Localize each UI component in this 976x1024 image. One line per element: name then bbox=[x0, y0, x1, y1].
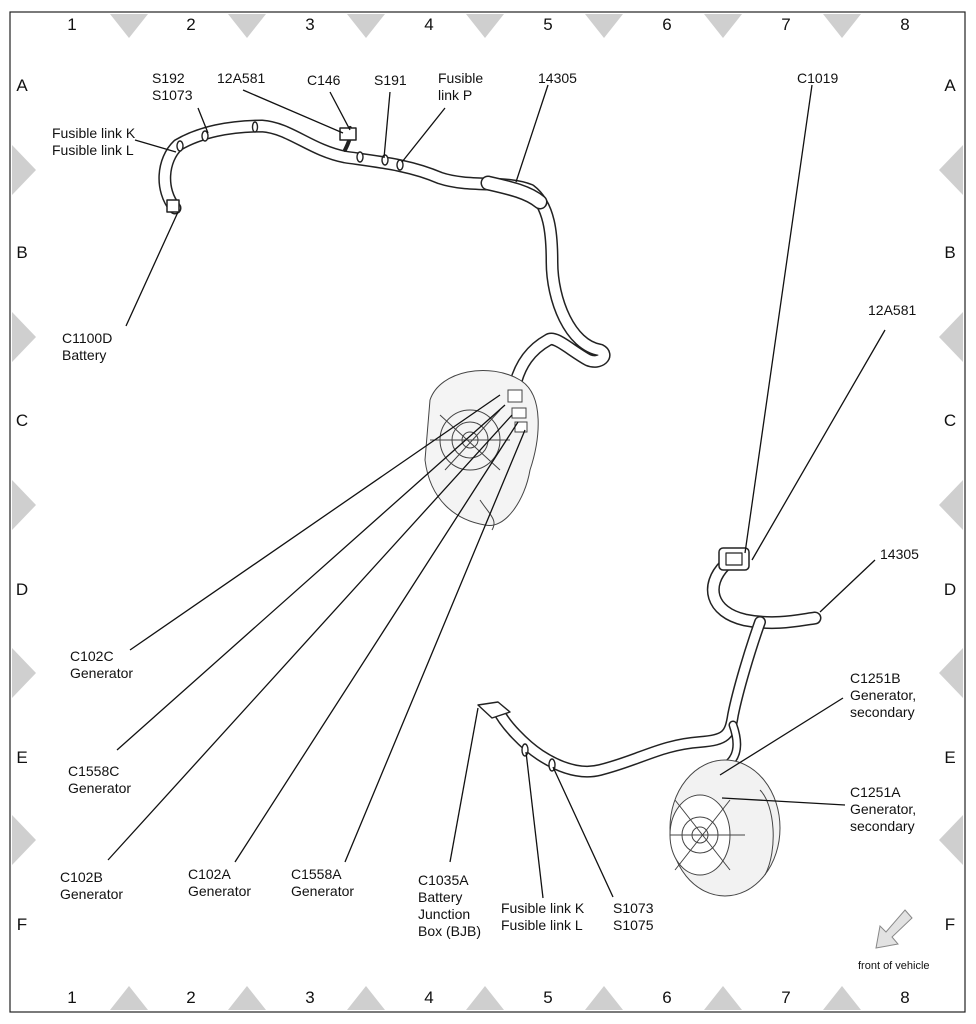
bottom-border-markers bbox=[110, 986, 861, 1010]
generator-upper bbox=[424, 369, 539, 531]
grid-row-f-right: F bbox=[944, 915, 956, 934]
grid-row-e-left: E bbox=[16, 748, 28, 767]
label-s192: S192 bbox=[152, 70, 185, 86]
grid-row-b-right: B bbox=[944, 243, 956, 262]
diagram-frame bbox=[9, 11, 966, 1013]
label-c1019: C1019 bbox=[797, 70, 839, 86]
label-14305-top: 14305 bbox=[538, 70, 577, 86]
label-c1035a-box: Box (BJB) bbox=[418, 923, 482, 939]
grid-col-1-bottom: 1 bbox=[67, 988, 77, 1007]
grid-col-1-top: 1 bbox=[67, 15, 77, 34]
label-s1073-top: S1073 bbox=[152, 87, 193, 103]
label-s1075: S1075 bbox=[613, 917, 654, 933]
label-fusible-link-p-2: link P bbox=[438, 87, 473, 103]
generator-lower bbox=[669, 759, 781, 897]
label-c102a-generator: Generator bbox=[188, 883, 252, 899]
label-fusible-link-k-top: Fusible link K bbox=[52, 125, 136, 141]
secondary-harness-14305 bbox=[477, 547, 822, 778]
grid-col-6-bottom: 6 bbox=[662, 988, 672, 1007]
grid-col-8-bottom: 8 bbox=[900, 988, 910, 1007]
label-fusible-link-p-1: Fusible bbox=[438, 70, 484, 86]
grid-col-2-top: 2 bbox=[186, 15, 196, 34]
grid-row-c-left: C bbox=[15, 411, 29, 430]
label-fusible-link-k-bottom: Fusible link K bbox=[501, 900, 585, 916]
label-c1558c-generator: Generator bbox=[68, 780, 132, 796]
grid-row-e-right: E bbox=[944, 748, 956, 767]
label-c1251b-generator: Generator, bbox=[850, 687, 917, 703]
label-c1251a-secondary: secondary bbox=[850, 818, 915, 834]
label-12a581-right: 12A581 bbox=[868, 302, 917, 318]
label-c102c-generator: Generator bbox=[70, 665, 134, 681]
label-c102a: C102A bbox=[188, 866, 231, 882]
grid-col-4-top: 4 bbox=[424, 15, 434, 34]
grid-col-7-bottom: 7 bbox=[781, 988, 791, 1007]
label-c1035a-junction: Junction bbox=[418, 906, 471, 922]
grid-row-a-left: A bbox=[16, 76, 28, 95]
grid-row-d-right: D bbox=[943, 580, 957, 599]
label-fusible-link-l-top: Fusible link L bbox=[52, 142, 134, 158]
grid-col-5-top: 5 bbox=[543, 15, 553, 34]
label-c1558a: C1558A bbox=[291, 866, 342, 882]
grid-col-5-bottom: 5 bbox=[543, 988, 553, 1007]
right-border-markers bbox=[939, 145, 963, 865]
main-harness-14305 bbox=[158, 119, 611, 392]
grid-col-2-bottom: 2 bbox=[186, 988, 196, 1007]
label-front-of-vehicle: front of vehicle bbox=[858, 960, 930, 972]
label-c1558a-generator: Generator bbox=[291, 883, 355, 899]
grid-row-f-left: F bbox=[16, 915, 28, 934]
label-c1035a: C1035A bbox=[418, 872, 469, 888]
grid-col-3-top: 3 bbox=[305, 15, 315, 34]
label-c102b: C102B bbox=[60, 869, 103, 885]
label-c102c: C102C bbox=[70, 648, 114, 664]
label-c1251a: C1251A bbox=[850, 784, 901, 800]
grid-col-7-top: 7 bbox=[781, 15, 791, 34]
label-c1251b: C1251B bbox=[850, 670, 901, 686]
grid-col-3-bottom: 3 bbox=[305, 988, 315, 1007]
label-c1035a-battery: Battery bbox=[418, 889, 463, 905]
label-12a581-top: 12A581 bbox=[217, 70, 266, 86]
label-c102b-generator: Generator bbox=[60, 886, 124, 902]
front-of-vehicle-arrow-icon bbox=[875, 909, 913, 949]
label-c1251a-generator: Generator, bbox=[850, 801, 917, 817]
grid-row-b-left: B bbox=[16, 243, 28, 262]
leader-lines bbox=[107, 84, 886, 899]
label-fusible-link-l-bottom: Fusible link L bbox=[501, 917, 583, 933]
top-border-markers bbox=[110, 14, 861, 38]
label-c146: C146 bbox=[307, 72, 341, 88]
label-s191: S191 bbox=[374, 72, 407, 88]
label-c1251b-secondary: secondary bbox=[850, 704, 915, 720]
label-14305-right: 14305 bbox=[880, 546, 919, 562]
left-border-markers bbox=[12, 145, 36, 865]
grid-row-c-right: C bbox=[943, 411, 957, 430]
label-battery: Battery bbox=[62, 347, 107, 363]
grid-row-d-left: D bbox=[15, 580, 29, 599]
label-c1558c: C1558C bbox=[68, 763, 120, 779]
grid-col-6-top: 6 bbox=[662, 15, 672, 34]
grid-col-4-bottom: 4 bbox=[424, 988, 434, 1007]
grid-row-a-right: A bbox=[944, 76, 956, 95]
label-c1100d: C1100D bbox=[62, 330, 113, 346]
label-s1073-bottom: S1073 bbox=[613, 900, 654, 916]
grid-col-8-top: 8 bbox=[900, 15, 910, 34]
